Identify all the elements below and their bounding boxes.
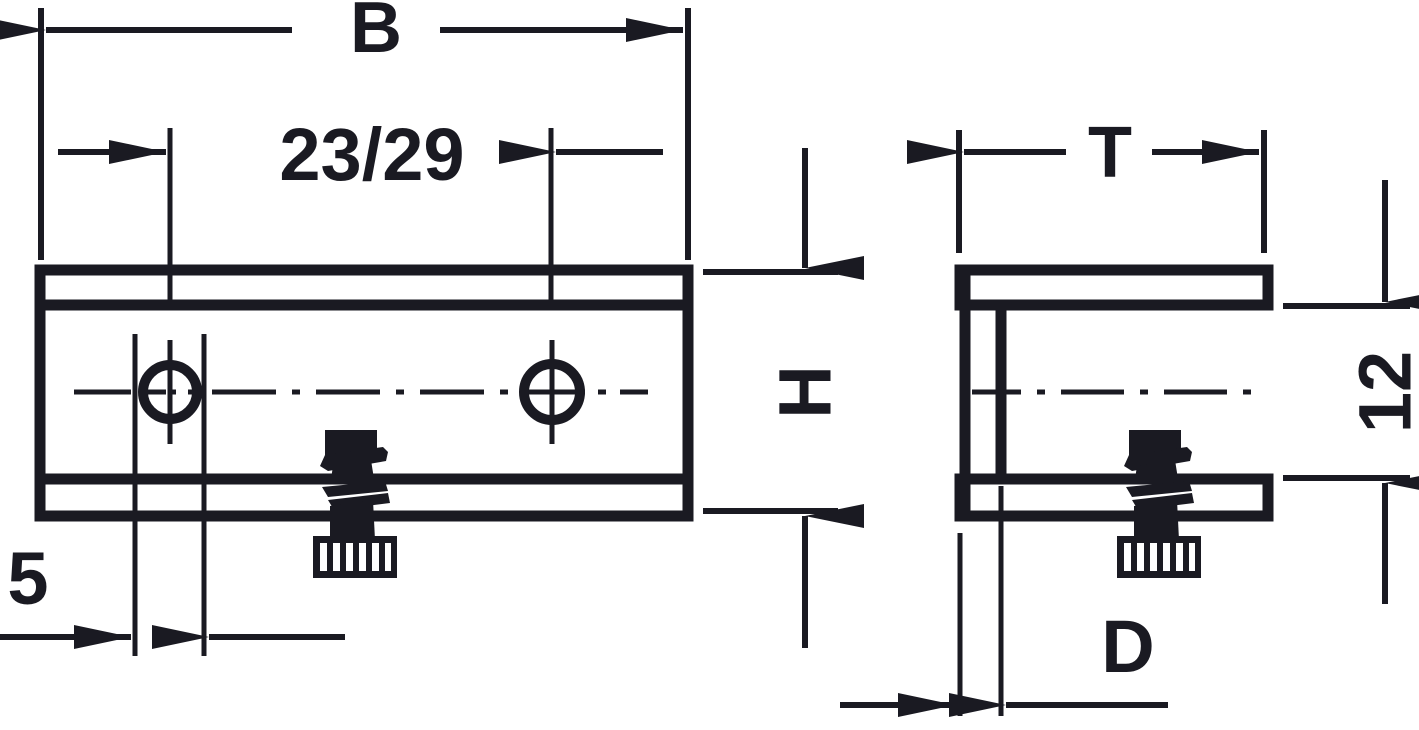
dim-label-d: D	[1101, 605, 1154, 688]
dimension-twelve	[1283, 180, 1419, 604]
front-thumbscrew	[313, 430, 397, 578]
front-screw-knurl-grooves	[320, 543, 391, 571]
side-screw-spring	[1126, 481, 1192, 497]
dim-label-t: T	[1088, 113, 1132, 193]
side-screw-shank-upper	[1135, 460, 1178, 479]
side-top-flange	[954, 264, 1274, 311]
front-screw-washer	[320, 447, 388, 471]
front-screw-spring	[322, 481, 388, 497]
side-screw-washer	[1124, 447, 1192, 471]
side-screw-shank-lower	[1134, 500, 1179, 540]
dim-label-twelve: 12	[1344, 351, 1419, 433]
dim-label-five: 5	[7, 537, 48, 620]
front-screw-shank-upper	[331, 460, 374, 479]
side-bottom-flange	[954, 473, 1274, 522]
dim-label-b: B	[350, 0, 402, 68]
dimension-h	[703, 148, 864, 648]
side-screw-knurl-grooves	[1124, 543, 1195, 571]
front-screw-shank-lower	[330, 500, 375, 540]
side-thumbscrew	[1117, 430, 1201, 578]
side-view-group	[954, 264, 1274, 716]
dim-label-hole-spacing: 23/29	[279, 113, 464, 196]
dimension-t	[907, 130, 1267, 253]
dimension-b	[0, 8, 691, 260]
dim-label-h: H	[764, 365, 847, 418]
